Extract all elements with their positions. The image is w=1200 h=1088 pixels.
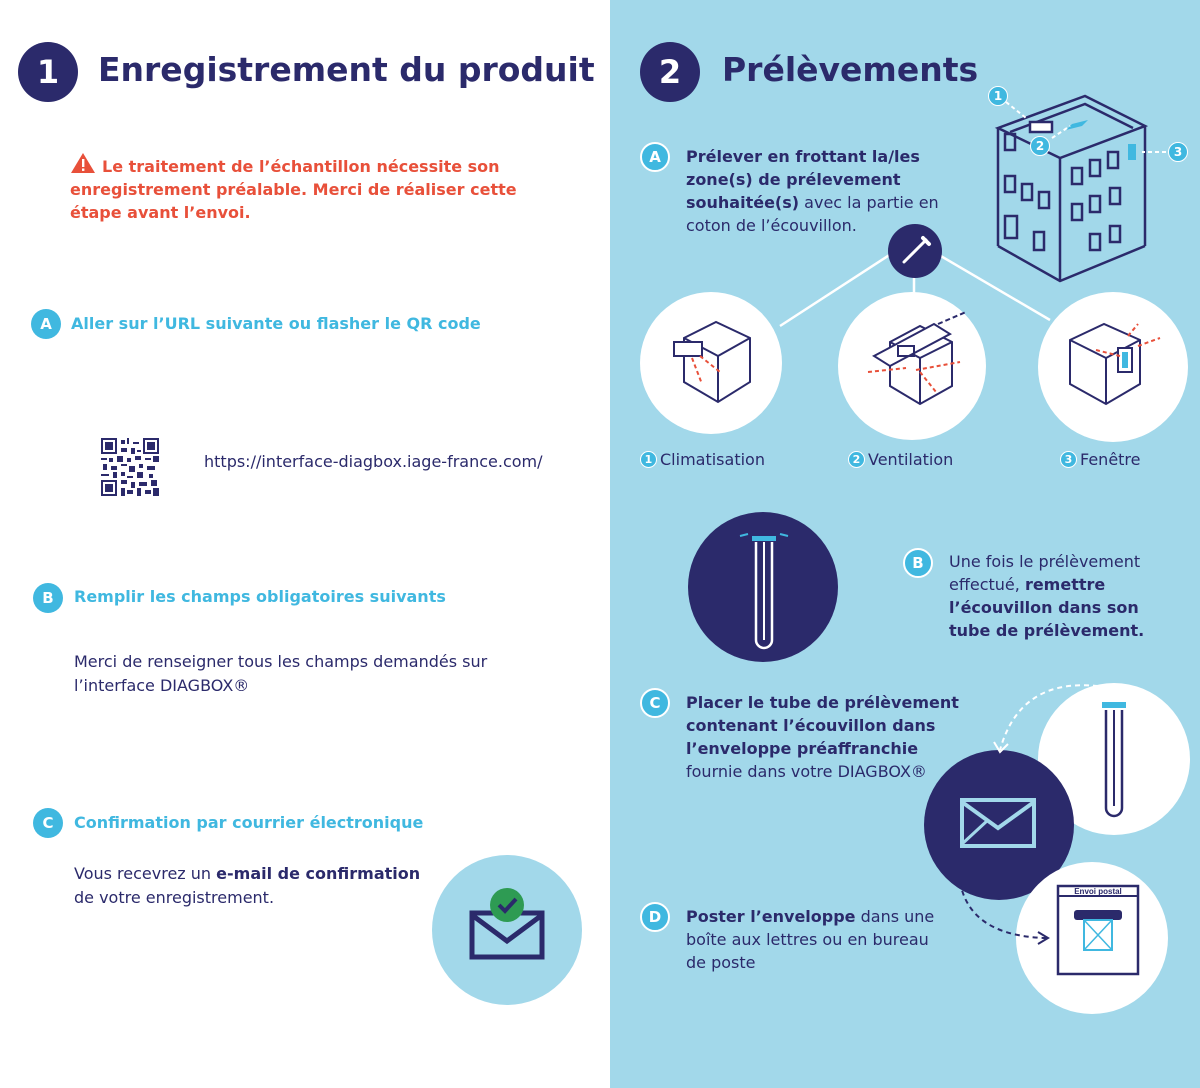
zone-air-conditioning xyxy=(640,292,782,434)
section-number-badge: 1 xyxy=(18,42,78,102)
swab-tube-icon xyxy=(739,533,789,650)
registration-panel: 1 Enregistrement du produit Le traitemen… xyxy=(18,42,595,1005)
warning-message: Le traitement de l’échantillon nécessite… xyxy=(70,152,550,224)
insert-arrow xyxy=(993,684,1099,754)
section-title: Enregistrement du produit xyxy=(98,50,595,89)
zone-ventilation xyxy=(838,292,986,440)
building-marker-1: 1 xyxy=(988,86,1008,106)
building-marker-3: 3 xyxy=(1168,142,1188,162)
step-b-title: Remplir les champs obligatoires suivants xyxy=(74,587,446,606)
zone-window xyxy=(1038,292,1188,442)
section-number-badge: 2 xyxy=(640,42,700,102)
confirmation-illustration xyxy=(432,855,582,1005)
warning-text: Le traitement de l’échantillon nécessite… xyxy=(70,157,517,222)
tube-icon xyxy=(1102,702,1126,818)
step-c-badge: C xyxy=(33,808,63,838)
step-c-text: Placer le tube de prélèvement contenant … xyxy=(686,693,959,781)
ventilation-icon xyxy=(867,311,967,406)
email-confirmed-icon xyxy=(469,888,545,960)
envelope-icon xyxy=(960,798,1036,848)
step-d-text: Poster l’enveloppe dans une boîte aux le… xyxy=(686,907,935,972)
step-b-text: Une fois le prélèvement effectué, remett… xyxy=(949,552,1145,640)
step-b-badge: B xyxy=(903,548,933,578)
post-arrow xyxy=(959,881,1050,945)
step-b-text: Merci de renseigner tous les champs dema… xyxy=(74,652,488,695)
registration-url[interactable]: https://interface-diagbox.iage-france.co… xyxy=(204,452,543,471)
postal-label: Envoi postal xyxy=(1074,887,1122,896)
air-conditioning-icon xyxy=(673,320,751,404)
mailbox-icon xyxy=(1056,884,1140,976)
sampling-panel: 2 Prélèvements 1 2 3 A Prélever en frot xyxy=(610,0,1200,1088)
qr-code-icon[interactable] xyxy=(101,438,159,496)
step-c-badge: C xyxy=(640,688,670,718)
step-a-text: Prélever en frottant la/les zone(s) de p… xyxy=(686,147,939,235)
step-d-badge: D xyxy=(640,902,670,932)
step-a-badge: A xyxy=(31,309,61,339)
section-title: Prélèvements xyxy=(722,50,979,89)
step-a-title: Aller sur l’URL suivante ou flasher le Q… xyxy=(71,314,481,333)
window-icon xyxy=(1069,322,1161,406)
building-illustration xyxy=(994,94,1166,283)
step-b-badge: B xyxy=(33,583,63,613)
swab-icon xyxy=(902,236,931,264)
step-a-badge: A xyxy=(640,142,670,172)
building-marker-2: 2 xyxy=(1030,136,1050,156)
step-c-text: Vous recevrez un e-mail de confirmation … xyxy=(74,864,421,907)
step-c-title: Confirmation par courrier électronique xyxy=(74,813,424,832)
warning-icon xyxy=(71,153,95,173)
